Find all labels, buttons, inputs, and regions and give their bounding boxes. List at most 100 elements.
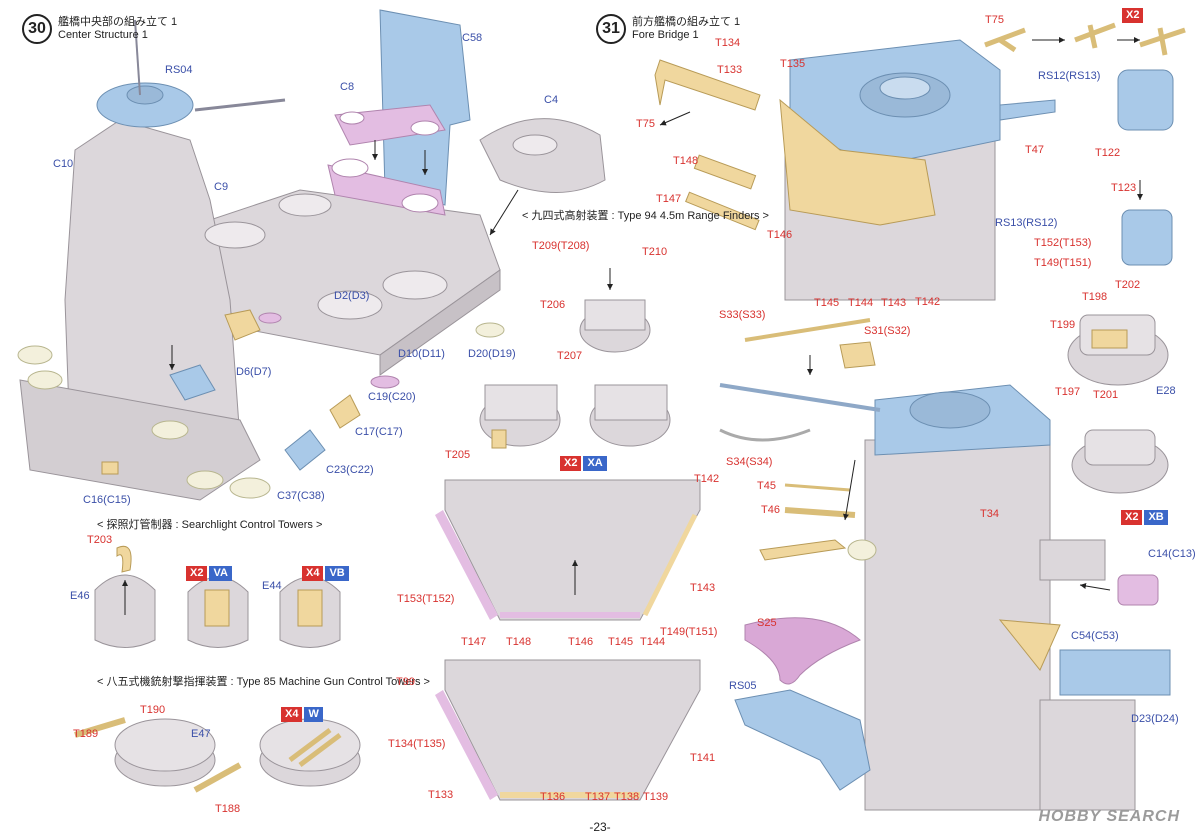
badge-vb-id: VB bbox=[325, 566, 349, 581]
part-d6 bbox=[224, 309, 261, 341]
label-c23: C23(C22) bbox=[326, 464, 374, 476]
searchlight-towers bbox=[94, 545, 341, 648]
label-d6: D6(D7) bbox=[236, 366, 272, 378]
part-c37-ring-b bbox=[229, 477, 271, 499]
label-rs05: RS05 bbox=[729, 680, 757, 692]
label-t134: T134 bbox=[715, 37, 741, 49]
label-t146: T146 bbox=[767, 229, 793, 241]
label-t202: T202 bbox=[1115, 279, 1141, 291]
part-c19 bbox=[370, 375, 400, 389]
label-t201: T201 bbox=[1093, 389, 1119, 401]
label-t149: T149(T151) bbox=[1034, 257, 1092, 269]
part-c23 bbox=[284, 429, 326, 471]
machine-gun-towers bbox=[74, 717, 361, 793]
label-t75: T75 bbox=[985, 14, 1004, 26]
badge-va-qty: X2 bbox=[186, 566, 208, 581]
badge-t75-qty: X2 bbox=[1122, 8, 1144, 23]
badge-va: X2 VA bbox=[186, 566, 232, 581]
badge-vb-qty: X4 bbox=[302, 566, 324, 581]
part-s34 bbox=[719, 428, 811, 442]
bridge-plan-upper bbox=[435, 479, 701, 621]
label-t147: T147 bbox=[656, 193, 682, 205]
label-plan-t141: T141 bbox=[690, 752, 716, 764]
label-t123: T123 bbox=[1111, 182, 1137, 194]
assembly-arrows bbox=[122, 37, 1143, 615]
label-plan-t143: T143 bbox=[690, 582, 716, 594]
part-t34-strip bbox=[759, 539, 847, 561]
label-c37: C37(C38) bbox=[277, 490, 325, 502]
label-t209: T209(T208) bbox=[532, 240, 590, 252]
step-31-number: 31 bbox=[596, 14, 626, 44]
label-t152: T152(T153) bbox=[1034, 237, 1092, 249]
label-plan-t137: T137 bbox=[585, 791, 611, 803]
label-t199: T199 bbox=[1050, 319, 1076, 331]
label-plan-t142: T142 bbox=[694, 473, 720, 485]
part-t148 bbox=[693, 154, 757, 190]
part-s25 bbox=[744, 617, 861, 685]
badge-w-id: W bbox=[304, 707, 323, 722]
label-t144: T144 bbox=[848, 297, 874, 309]
label-c4: C4 bbox=[544, 94, 559, 106]
part-c37-ring-c bbox=[151, 420, 189, 440]
label-d10: D10(D11) bbox=[398, 348, 445, 360]
label-plan-t153: T153(T152) bbox=[397, 593, 455, 605]
label-plan-t147: T147 bbox=[461, 636, 487, 648]
label-rs04: RS04 bbox=[165, 64, 193, 76]
part-t75-sprue bbox=[984, 22, 1186, 56]
label-plan-t149: T149(T151) bbox=[660, 626, 718, 638]
searchlight-caption: < 探照灯管制器 : Searchlight Control Towers > bbox=[97, 519, 323, 531]
step-30-header: 30 艦橋中央部の組み立て 1 Center Structure 1 bbox=[22, 14, 177, 44]
fore-bridge-tower bbox=[779, 39, 1056, 301]
label-t207: T207 bbox=[557, 350, 583, 362]
part-c10-ring-b bbox=[27, 370, 63, 390]
label-t75-left: T75 bbox=[636, 118, 655, 130]
label-t47: T47 bbox=[1025, 144, 1044, 156]
badge-xb-id: XB bbox=[1144, 510, 1168, 525]
label-t145: T145 bbox=[814, 297, 840, 309]
label-c17: C17(C17) bbox=[355, 426, 403, 438]
label-t188: T188 bbox=[215, 803, 241, 815]
label-plan-t136: T136 bbox=[540, 791, 566, 803]
hobby-search-logo: HOBBY SEARCH bbox=[1038, 808, 1180, 825]
label-plan-t99: T99 bbox=[396, 676, 415, 688]
label-plan-t133: T133 bbox=[428, 789, 454, 801]
label-t34: T34 bbox=[980, 508, 999, 520]
label-c9: C9 bbox=[214, 181, 229, 193]
part-c16-yellow bbox=[101, 461, 119, 475]
step-30-title-en: Center Structure 1 bbox=[58, 29, 148, 41]
label-t135: T135 bbox=[780, 58, 806, 70]
label-t143: T143 bbox=[881, 297, 907, 309]
label-t203: T203 bbox=[87, 534, 113, 546]
part-t45 bbox=[784, 483, 851, 492]
badge-va-id: VA bbox=[209, 566, 232, 581]
range-finders bbox=[479, 299, 671, 449]
part-c4 bbox=[479, 118, 606, 193]
label-t148: T148 bbox=[673, 155, 699, 167]
label-c10: C10 bbox=[53, 158, 74, 170]
label-plan-t138: T138 bbox=[614, 791, 640, 803]
label-t210: T210 bbox=[642, 246, 668, 258]
label-t206: T206 bbox=[540, 299, 566, 311]
badge-w-qty: X4 bbox=[281, 707, 303, 722]
part-e28 bbox=[1067, 314, 1169, 494]
label-e47: E47 bbox=[191, 728, 211, 740]
label-c16: C16(C15) bbox=[83, 494, 131, 506]
label-d2: D2(D3) bbox=[334, 290, 370, 302]
label-e44: E44 bbox=[262, 580, 282, 592]
label-e46: E46 bbox=[70, 590, 90, 602]
badge-vb: X4 VB bbox=[302, 566, 349, 581]
part-c10-ring-a bbox=[17, 345, 53, 365]
part-rs12 bbox=[1117, 69, 1174, 266]
step-30-number: 30 bbox=[22, 14, 52, 44]
badge-rf-qty: X2 bbox=[560, 456, 582, 471]
machine-gun-caption: < 八五式機銃射撃指揮装置 : Type 85 Machine Gun Cont… bbox=[97, 676, 430, 688]
label-c8: C8 bbox=[340, 81, 355, 93]
label-plan-t134: T134(T135) bbox=[388, 738, 446, 750]
label-plan-t146: T146 bbox=[568, 636, 594, 648]
part-t147 bbox=[685, 191, 760, 231]
label-t45: T45 bbox=[757, 480, 776, 492]
badge-rf: X2 XA bbox=[560, 456, 607, 471]
part-s33 bbox=[744, 318, 871, 342]
label-e28: E28 bbox=[1156, 385, 1176, 397]
